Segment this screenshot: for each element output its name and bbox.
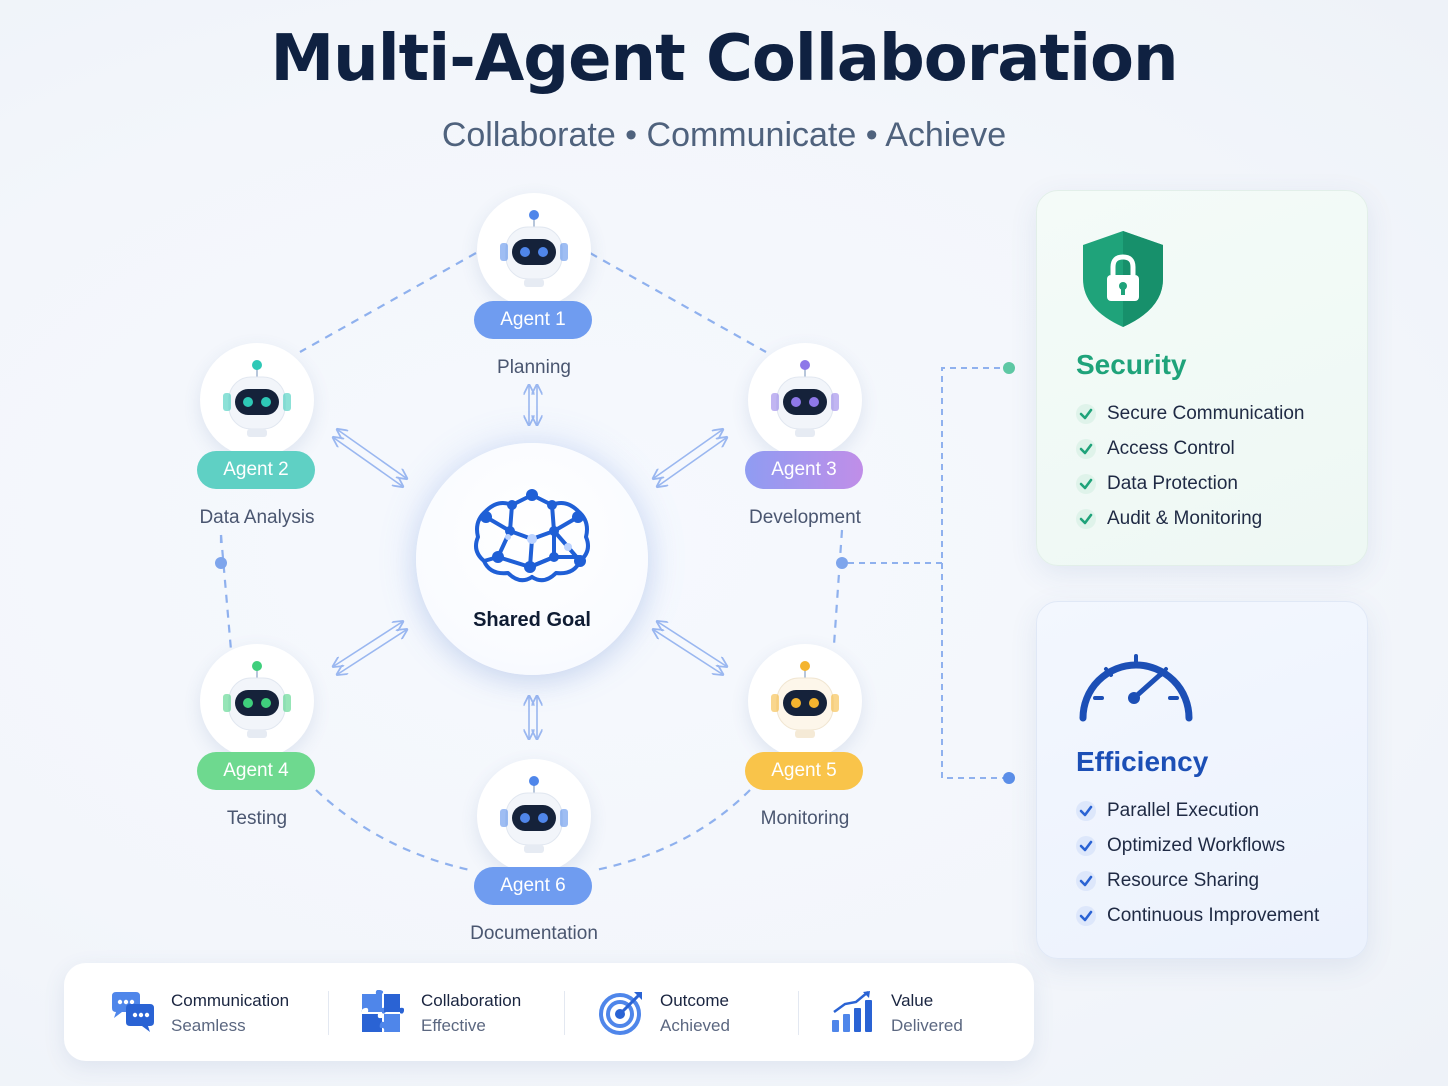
- agent-role-label: Planning: [497, 357, 571, 378]
- robot-icon: [500, 776, 568, 853]
- security-title: Security: [1076, 349, 1187, 380]
- check-icon: [1076, 800, 1096, 821]
- check-icon: [1076, 403, 1096, 424]
- check-icon: [1076, 905, 1096, 926]
- check-icon: [1076, 835, 1096, 856]
- efficiency-title: Efficiency: [1076, 746, 1209, 777]
- page-subtitle: Collaborate • Communicate • Achieve: [441, 116, 1007, 154]
- list-item-label: Audit & Monitoring: [1107, 507, 1263, 529]
- agent-name-badge: Agent 6: [474, 867, 592, 905]
- list-item-label: Secure Communication: [1107, 402, 1305, 424]
- agent-card-1[interactable]: Agent 1 Planning: [474, 193, 594, 383]
- agent-name-badge: Agent 3: [745, 451, 863, 489]
- agent-name-badge: Agent 2: [197, 451, 315, 489]
- agent-card-2[interactable]: Agent 2 Data Analysis: [197, 343, 317, 533]
- check-icon: [1076, 870, 1096, 891]
- stat-title: Value: [891, 991, 934, 1010]
- agent-role-label: Testing: [226, 808, 288, 829]
- ring-dot-left: [215, 557, 227, 569]
- agent-name-badge: Agent 5: [745, 752, 863, 790]
- robot-icon: [223, 661, 291, 738]
- efficiency-card: Efficiency Parallel Execution Optimized …: [1036, 601, 1368, 959]
- list-item: Data Protection: [1075, 466, 1304, 501]
- list-item: Continuous Improvement: [1075, 898, 1319, 933]
- ring-dot-right: [836, 557, 848, 569]
- divider: [798, 991, 799, 1035]
- security-list: Secure Communication Access Control Data…: [1075, 396, 1304, 536]
- check-icon: [1076, 508, 1096, 529]
- hub-arrows: [334, 386, 726, 738]
- robot-avatar: [748, 644, 862, 758]
- stat-subtitle: Delivered: [891, 1016, 963, 1035]
- agent-role-label: Documentation: [470, 923, 598, 944]
- brain-network-icon: [474, 489, 590, 583]
- robot-icon: [223, 360, 291, 437]
- list-item: Resource Sharing: [1075, 863, 1319, 898]
- list-item: Audit & Monitoring: [1075, 501, 1304, 536]
- robot-avatar: [200, 644, 314, 758]
- robot-icon: [771, 661, 839, 738]
- security-card: Security Secure Communication Access Con…: [1036, 190, 1368, 566]
- efficiency-list: Parallel Execution Optimized Workflows R…: [1075, 793, 1319, 933]
- list-item: Parallel Execution: [1075, 793, 1319, 828]
- list-item-label: Optimized Workflows: [1107, 834, 1286, 856]
- robot-avatar: [200, 343, 314, 457]
- chat-bubbles-icon: [112, 992, 154, 1032]
- stat-title: Communication: [171, 991, 290, 1010]
- agent-role-label: Development: [749, 507, 861, 528]
- list-item-label: Resource Sharing: [1107, 869, 1260, 891]
- list-item-label: Continuous Improvement: [1107, 904, 1320, 926]
- efficiency-link-dot: [1003, 772, 1015, 784]
- agent-name-badge: Agent 1: [474, 301, 592, 339]
- agent-ring: [219, 252, 844, 872]
- target-icon: [599, 992, 642, 1035]
- bar-chart-icon: [832, 991, 872, 1032]
- list-item: Secure Communication: [1075, 396, 1304, 431]
- puzzle-icon: [361, 990, 404, 1032]
- shield-lock-icon: [1083, 231, 1163, 327]
- stat-subtitle: Effective: [421, 1016, 486, 1035]
- list-item: Access Control: [1075, 431, 1304, 466]
- speedometer-icon: [1079, 654, 1193, 722]
- agent-card-4[interactable]: Agent 4 Testing: [197, 644, 317, 834]
- divider: [328, 991, 329, 1035]
- footer-stats-bar: Communication Seamless Collaboration Eff…: [64, 963, 1034, 1061]
- agent-card-3[interactable]: Agent 3 Development: [745, 343, 865, 533]
- robot-avatar: [477, 193, 591, 307]
- list-item-label: Parallel Execution: [1107, 799, 1260, 821]
- agent-card-5[interactable]: Agent 5 Monitoring: [745, 644, 865, 834]
- robot-avatar: [477, 759, 591, 873]
- agent-card-6[interactable]: Agent 6 Documentation: [470, 759, 598, 949]
- check-icon: [1076, 438, 1096, 459]
- robot-icon: [500, 210, 568, 287]
- security-link-dot: [1003, 362, 1015, 374]
- robot-icon: [771, 360, 839, 437]
- stat-subtitle: Achieved: [660, 1016, 730, 1035]
- card-connectors: [848, 367, 1004, 779]
- list-item-label: Access Control: [1107, 437, 1235, 459]
- stat-title: Collaboration: [421, 991, 522, 1010]
- agent-role-label: Data Analysis: [199, 507, 315, 528]
- list-item-label: Data Protection: [1107, 472, 1238, 494]
- shared-goal-label: Shared Goal: [473, 609, 591, 631]
- divider: [564, 991, 565, 1035]
- shared-goal-hub: Shared Goal: [416, 443, 648, 675]
- stat-subtitle: Seamless: [171, 1016, 246, 1035]
- list-item: Optimized Workflows: [1075, 828, 1319, 863]
- robot-avatar: [748, 343, 862, 457]
- stat-title: Outcome: [660, 991, 729, 1010]
- check-icon: [1076, 473, 1096, 494]
- agent-name-badge: Agent 4: [197, 752, 315, 790]
- agent-role-label: Monitoring: [760, 808, 850, 829]
- page-title: Multi-Agent Collaboration: [270, 22, 1178, 96]
